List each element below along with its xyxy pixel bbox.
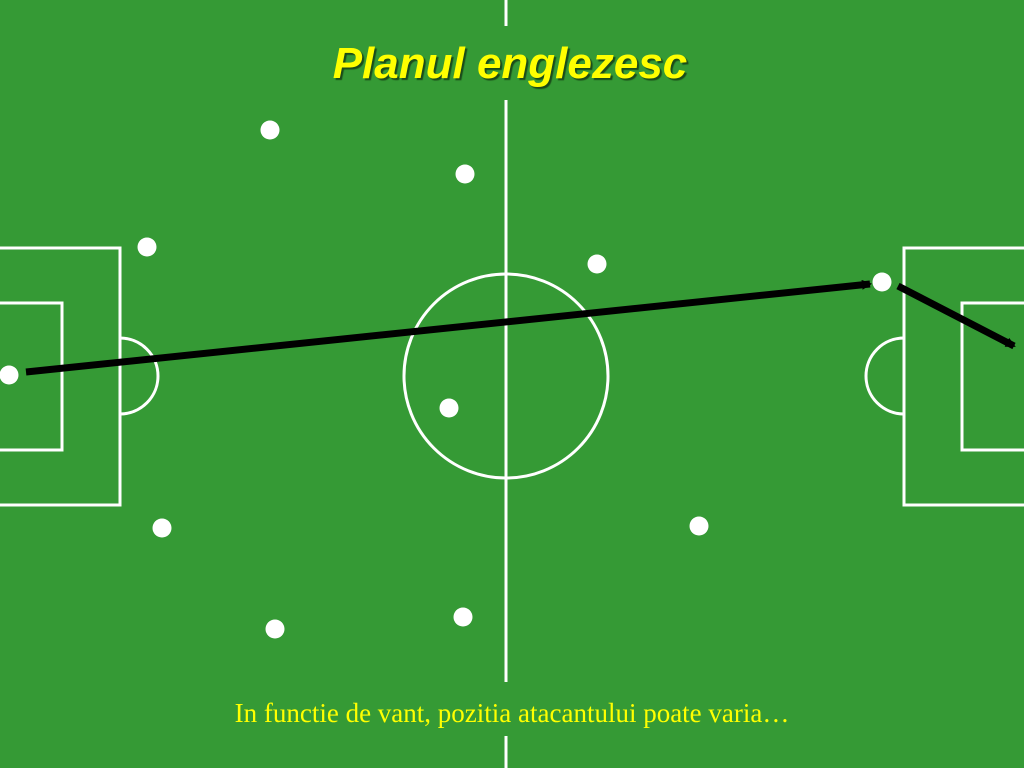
player <box>453 607 473 627</box>
player <box>689 516 709 536</box>
left-penalty-area <box>0 246 122 507</box>
slide-caption: In functie de vant, pozitia atacantului … <box>234 698 790 728</box>
center-circle <box>402 272 610 480</box>
left-goal-area <box>0 301 64 452</box>
left-penalty-arc <box>119 336 160 416</box>
player <box>137 237 157 257</box>
slide-title: Planul englezesc <box>332 39 688 88</box>
player <box>265 619 285 639</box>
right-goal-area <box>960 301 1024 452</box>
knock-on-arrow <box>896 282 1016 350</box>
player-striker <box>872 272 892 292</box>
long-ball-arrow <box>25 279 872 376</box>
player <box>587 254 607 274</box>
player-goalkeeper <box>0 365 19 385</box>
player <box>152 518 172 538</box>
right-penalty-arc <box>864 336 905 416</box>
player <box>260 120 280 140</box>
player <box>439 398 459 418</box>
right-penalty-area <box>902 246 1024 507</box>
player <box>455 164 475 184</box>
